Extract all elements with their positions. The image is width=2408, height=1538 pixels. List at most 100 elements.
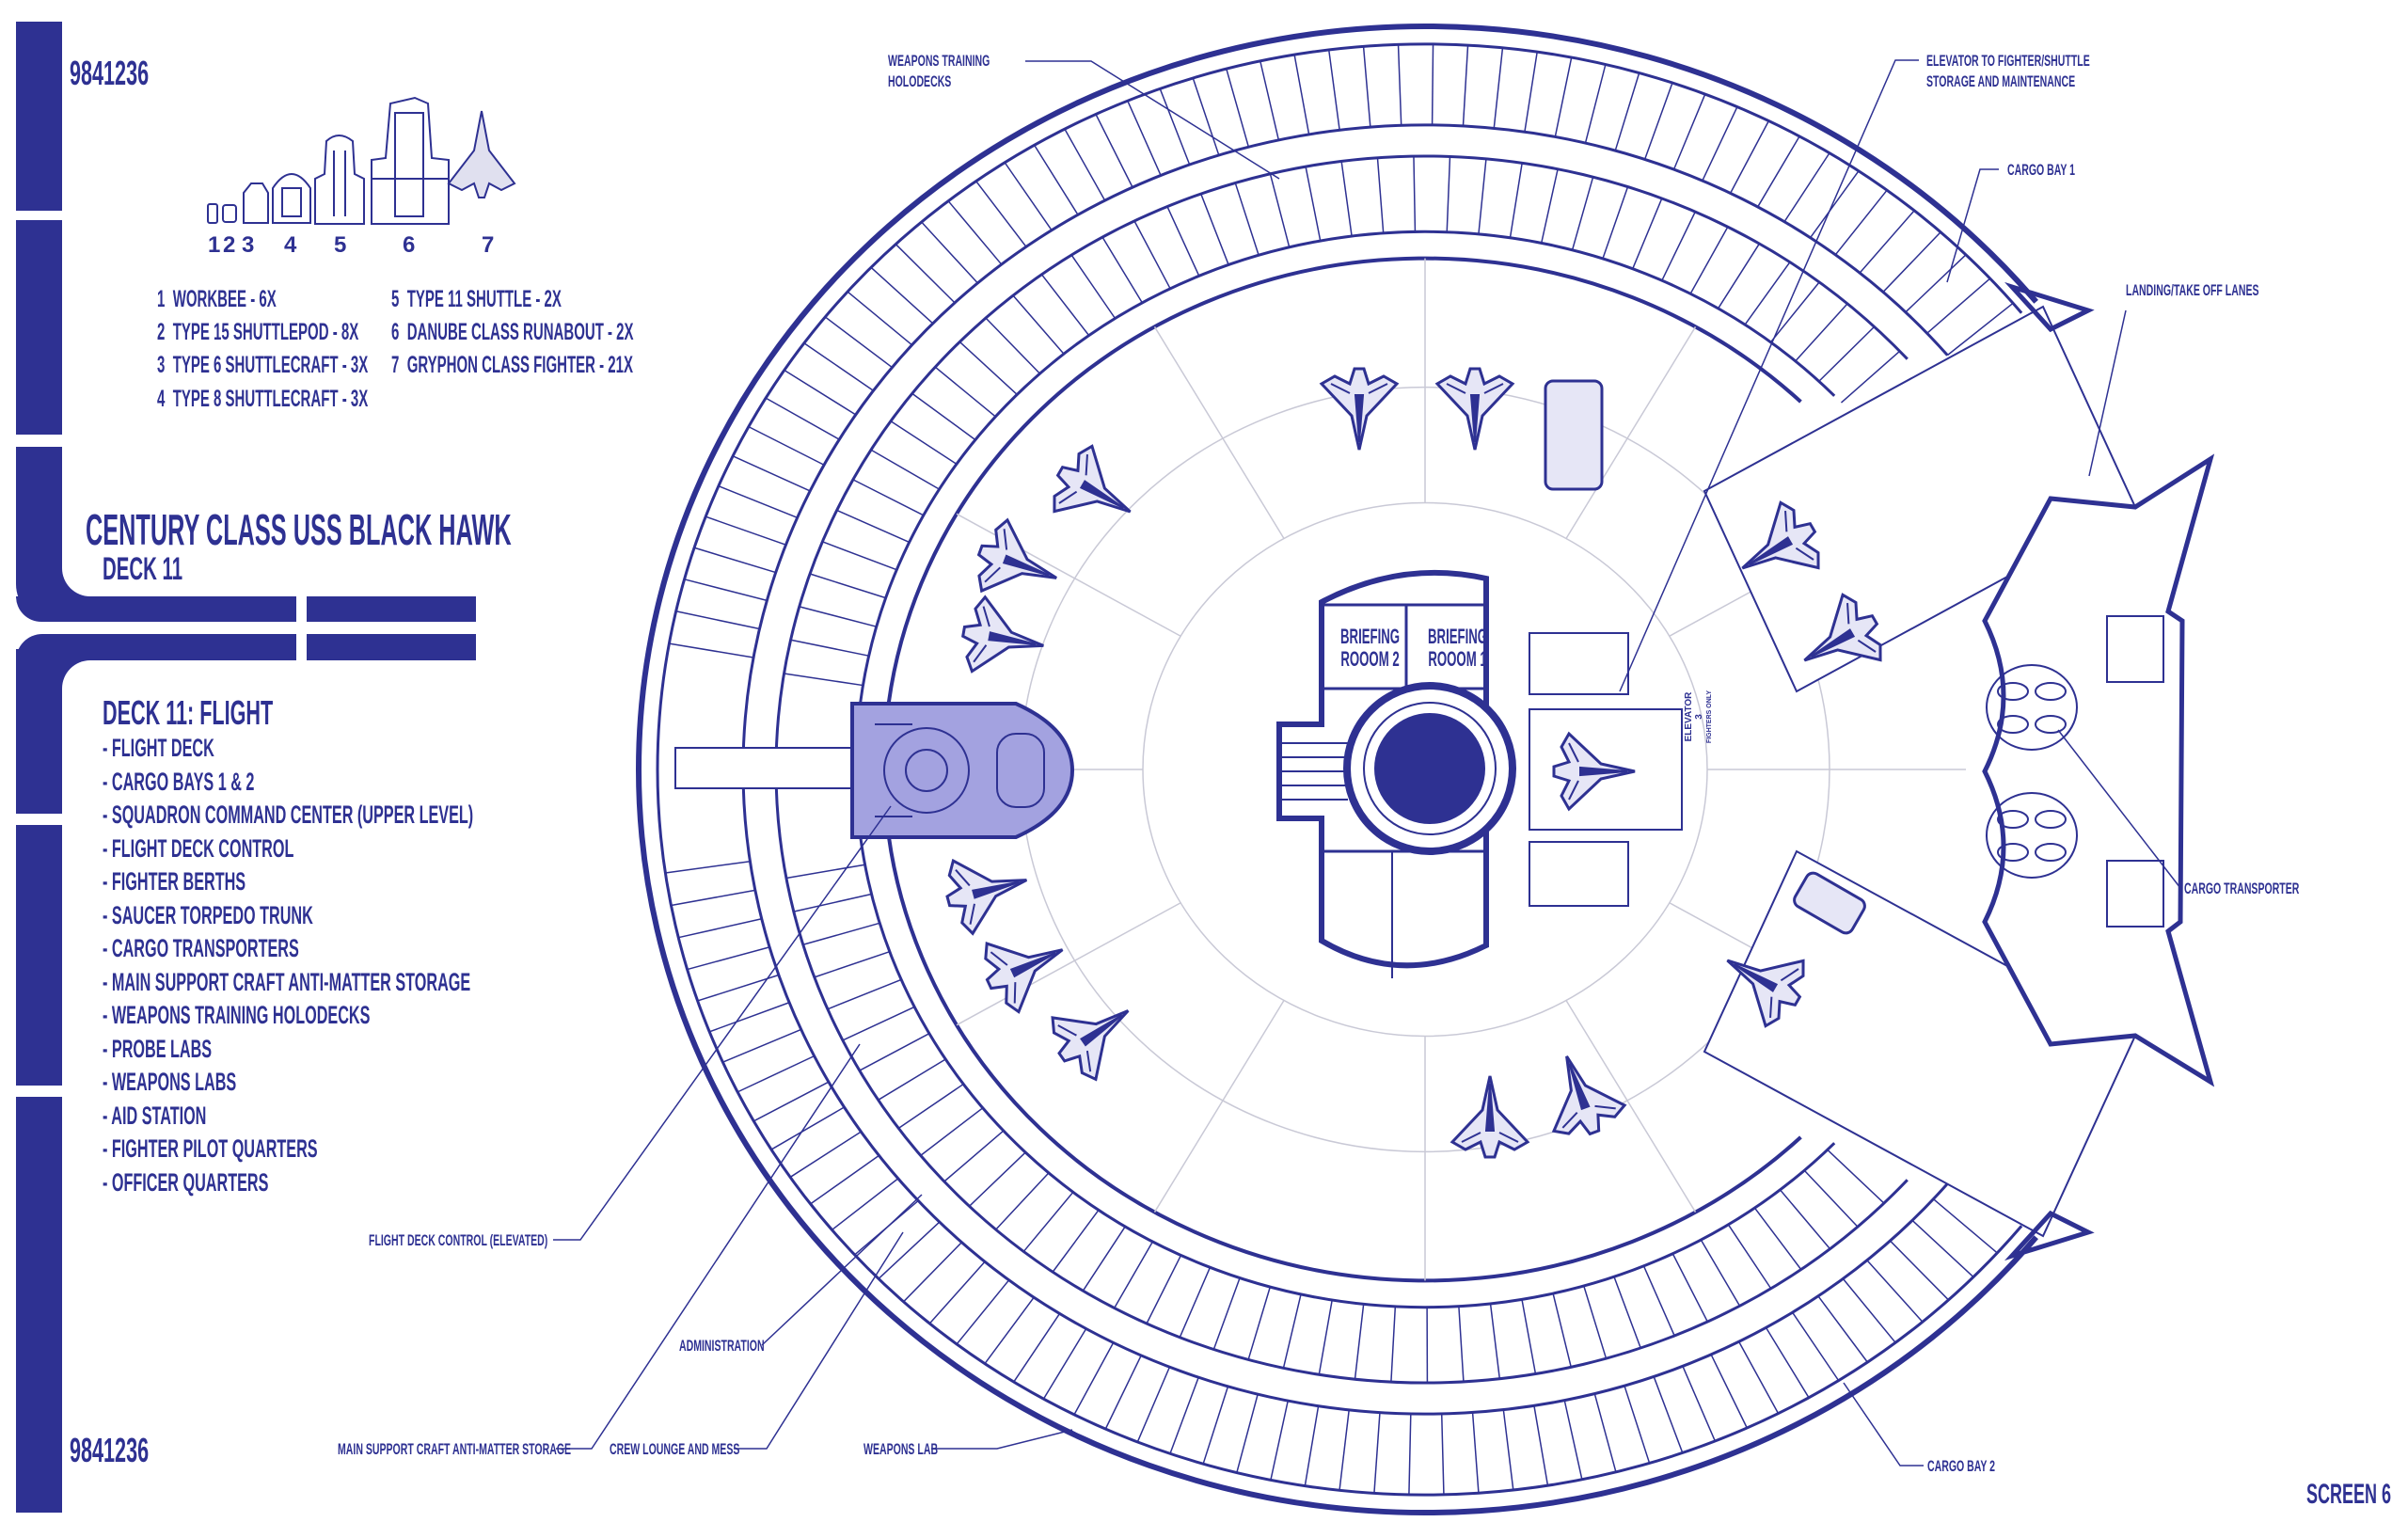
legend-item: 6 DANUBE CLASS RUNABOUT - 2X <box>391 319 634 345</box>
callout-landing-lanes: LANDING/TAKE OFF LANES <box>2126 281 2259 299</box>
room-divider <box>920 1107 984 1156</box>
room-divider <box>822 541 897 571</box>
room-divider <box>732 455 811 492</box>
frame-elbow-bottom-h <box>16 634 296 660</box>
room-divider <box>1859 210 1915 274</box>
callout-antimatter-storage: MAIN SUPPORT CRAFT ANTI-MATTER STORAGE <box>338 1440 572 1458</box>
room-divider <box>943 1130 1005 1182</box>
hull-ring <box>636 23 2038 1516</box>
flight-deck-guide-line <box>1153 1000 1285 1213</box>
room-divider <box>1040 274 1090 337</box>
room-divider <box>1671 1253 1708 1323</box>
room-divider <box>803 342 874 391</box>
room-divider <box>1905 254 1967 313</box>
room-divider <box>793 893 872 912</box>
room-divider <box>1169 1376 1199 1454</box>
room-divider <box>1552 1292 1572 1368</box>
room-divider <box>1339 1409 1350 1491</box>
room-divider <box>708 1002 790 1033</box>
room-divider <box>870 266 934 325</box>
room-divider <box>785 864 865 880</box>
room-divider <box>1700 1239 1741 1307</box>
room-divider <box>824 316 893 369</box>
room-divider <box>718 485 798 518</box>
legend-item: 4 TYPE 8 SHUTTLECRAFT - 3X <box>157 386 369 412</box>
legend-item: 2 TYPE 15 SHUTTLEPOD - 8X <box>157 319 359 345</box>
room-divider <box>789 1131 862 1179</box>
room-divider <box>1166 206 1200 277</box>
room-divider <box>921 221 978 284</box>
frame-elbow-bottom-inner <box>62 660 100 692</box>
room-divider <box>809 573 886 599</box>
room-divider <box>1682 1366 1717 1442</box>
flight-deck-guide-line <box>956 513 1181 637</box>
room-divider <box>678 918 762 939</box>
room-divider <box>1192 77 1220 156</box>
frame-bar-h3 <box>307 634 476 660</box>
room-divider <box>1672 93 1706 170</box>
room-divider <box>928 1261 986 1324</box>
room-divider <box>1643 82 1673 160</box>
fighter-icon <box>1320 367 1399 452</box>
deck-contents-item: - SQUADRON COMMAND CENTER (UPPER LEVEL) <box>103 801 474 829</box>
room-divider <box>810 1154 879 1205</box>
room-divider <box>1095 114 1133 188</box>
room-divider <box>1373 1412 1381 1494</box>
deck-contents-item: - WEAPONS TRAINING HOLODECKS <box>103 1001 371 1029</box>
room-divider <box>1202 1386 1229 1465</box>
room-divider <box>1584 64 1607 144</box>
room-divider <box>799 606 877 627</box>
room-divider <box>1082 1226 1126 1292</box>
room-divider <box>737 1054 815 1093</box>
room-divider <box>1101 236 1143 304</box>
room-divider <box>958 341 1018 395</box>
deck-contents-item: - FLIGHT DECK CONTROL <box>103 833 294 863</box>
room-divider <box>1462 45 1469 126</box>
frame-bar-4 <box>16 1097 62 1513</box>
deck-contents-item: - CARGO BAYS 1 & 2 <box>103 767 255 796</box>
room-divider <box>890 420 958 465</box>
frame-elbow-top <box>16 447 62 622</box>
room-divider <box>903 1242 962 1303</box>
room-divider <box>665 860 751 874</box>
room-divider <box>1571 176 1594 250</box>
room-divider <box>1882 231 1941 293</box>
room-divider <box>1354 1304 1365 1380</box>
room-divider <box>1042 1328 1087 1400</box>
room-divider <box>1397 44 1402 126</box>
room-divider <box>1563 1400 1583 1480</box>
room-divider <box>827 978 902 1010</box>
room-divider <box>1642 1265 1675 1337</box>
room-divider <box>1004 162 1053 231</box>
room-divider <box>1013 1313 1061 1383</box>
room-divider <box>784 369 857 416</box>
deck-contents-item: - PROBE LABS <box>103 1034 213 1063</box>
room-divider <box>995 1172 1050 1230</box>
room-divider <box>1689 226 1729 294</box>
callout-flight-deck-control: FLIGHT DECK CONTROL (ELEVATED) <box>369 1231 548 1249</box>
room-divider <box>693 547 776 574</box>
callout-cargo-bay-1: CARGO BAY 1 <box>2007 161 2076 179</box>
room-divider <box>1489 1303 1501 1379</box>
room-divider <box>975 181 1027 247</box>
room-divider <box>878 1058 946 1101</box>
room-divider <box>1362 46 1371 128</box>
room-divider <box>1521 1299 1537 1374</box>
room-divider <box>1327 49 1340 131</box>
room-divider <box>897 1083 964 1130</box>
craft-number: 2 <box>223 232 235 258</box>
fighter-icon <box>1552 732 1637 811</box>
room-divider <box>878 1221 941 1279</box>
room-divider <box>1471 1412 1480 1494</box>
room-divider <box>859 1032 930 1071</box>
callout-cargo-bay-2: CARGO BAY 2 <box>1927 1457 1996 1475</box>
fighter-icon <box>937 842 1038 939</box>
room-divider <box>1304 1405 1320 1486</box>
room-divider <box>1478 158 1487 234</box>
craft-number: 4 <box>284 232 297 258</box>
room-divider <box>1702 106 1738 182</box>
